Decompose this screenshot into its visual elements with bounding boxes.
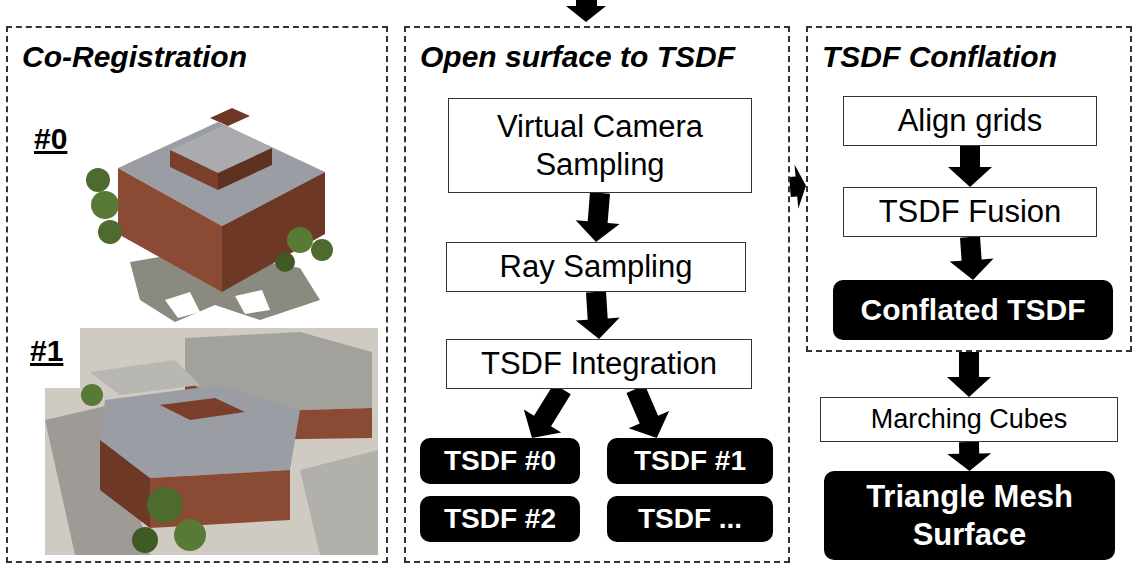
box-label: Align grids: [898, 102, 1043, 139]
block-arrow: [948, 146, 992, 187]
process-box: TSDF Fusion: [843, 187, 1097, 237]
result-box: TSDF #1: [607, 438, 773, 484]
panel-heading: Open surface to TSDF: [420, 40, 735, 74]
block-arrow: [576, 192, 620, 242]
stage-panel: TSDF ConflationAlign gridsTSDF FusionCon…: [806, 26, 1132, 352]
block-arrow: [947, 442, 991, 471]
result-box: Conflated TSDF: [833, 280, 1113, 340]
block-arrow: [524, 384, 571, 438]
model-number: #0: [34, 122, 67, 156]
box-label: TSDF #2: [444, 502, 556, 536]
stage-panel: Open surface to TSDF Virtual Camera Sampl…: [404, 26, 790, 563]
block-arrow: [576, 291, 620, 339]
box-label: TSDF #0: [444, 444, 556, 478]
box-label: Virtual Camera Sampling: [459, 108, 741, 182]
box-label: Conflated TSDF: [861, 292, 1086, 328]
block-arrow: [947, 352, 991, 397]
panel-heading: Co-Registration: [22, 40, 247, 74]
model-number: #1: [30, 334, 63, 368]
process-box: Virtual Camera Sampling: [448, 98, 752, 193]
box-label: Marching Cubes: [871, 403, 1068, 435]
process-box: Align grids: [843, 96, 1097, 146]
result-box: TSDF #0: [420, 438, 580, 484]
process-box: Ray Sampling: [446, 242, 746, 292]
block-arrow: [950, 236, 994, 280]
model-1-illustration: [45, 328, 378, 555]
model-0-illustration: [86, 108, 333, 322]
stage-panel: Co-Registration: [6, 26, 388, 563]
box-label: Ray Sampling: [500, 248, 693, 285]
incoming-arrow: [566, 0, 606, 22]
box-label: TSDF Fusion: [879, 193, 1062, 230]
result-box: TSDF ...: [607, 496, 773, 542]
process-box: Marching Cubes: [820, 397, 1118, 442]
box-label: Triangle Mesh Surface: [834, 478, 1105, 552]
block-arrow: [627, 385, 670, 438]
result-box: TSDF #2: [420, 496, 580, 542]
panel-heading: TSDF Conflation: [822, 40, 1057, 74]
box-label: TSDF ...: [638, 502, 742, 536]
block-arrow: [789, 165, 806, 209]
process-box: TSDF Integration: [446, 339, 752, 389]
result-box: Triangle Mesh Surface: [824, 471, 1115, 560]
box-label: TSDF #1: [634, 444, 746, 478]
box-label: TSDF Integration: [481, 345, 717, 382]
